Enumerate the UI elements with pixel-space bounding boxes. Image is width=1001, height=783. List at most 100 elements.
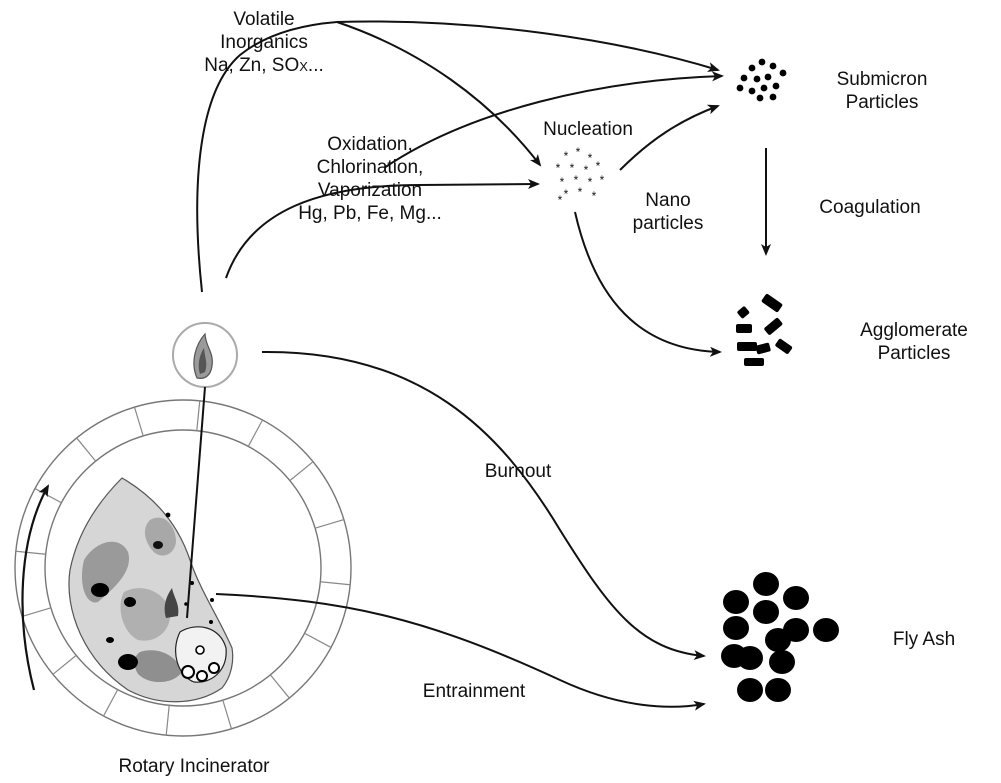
label-submicron-particles-line: Particles	[845, 92, 919, 113]
arrow-nucleation-to-agglomerate	[574, 211, 722, 357]
fly-ash-particle	[723, 616, 749, 640]
agglomerate-block	[764, 317, 783, 335]
pathway-arrows	[196, 20, 771, 711]
submicron-dot	[758, 58, 766, 66]
kiln-brick-joint	[15, 550, 46, 555]
label-volatile-inorganics: Volatile Inorganics Na, Zn, SOX...	[196, 8, 332, 78]
fly-ash-particle	[737, 678, 763, 702]
agglomerate-block	[737, 342, 757, 351]
arrow-volatile-up	[196, 21, 338, 293]
label-volatile-line2: Inorganics	[220, 32, 308, 53]
label-oxidation-group: Oxidation, Chlorination, Vaporization Hg…	[272, 133, 468, 225]
label-nano: Nano	[645, 190, 691, 211]
kiln-brick-joint	[304, 632, 332, 648]
fly-ash-particle	[737, 646, 763, 670]
arrow-entrainment	[215, 593, 706, 711]
label-rotary-incinerator: Rotary Incinerator	[118, 756, 270, 777]
kiln-brick-joint	[320, 581, 351, 586]
submicron-dot	[736, 84, 744, 92]
rotation-arrow-icon	[21, 484, 49, 691]
label-agglomerate-particles: Agglomerate Particles	[848, 319, 980, 365]
flame-magnifier	[172, 322, 238, 388]
submicron-dot	[753, 75, 761, 83]
waste-lump	[118, 654, 138, 670]
freeboard-particle	[165, 512, 171, 518]
freeboard-particle	[184, 602, 188, 606]
nano-particle: *	[584, 163, 589, 177]
submicron-dot	[779, 69, 787, 77]
nano-particle: *	[570, 161, 575, 175]
nano-particle: *	[596, 159, 601, 173]
submicron-dot	[740, 74, 748, 82]
submicron-dot	[764, 73, 772, 81]
kiln-outer-ring	[14, 399, 352, 737]
agglomerate-block	[744, 358, 764, 366]
volatile-elements-suffix: ...	[307, 55, 324, 76]
fly-ash-particles	[721, 572, 839, 702]
arrow-oxidation-to-submicron	[383, 71, 724, 169]
magnifier-connector	[186, 386, 206, 619]
label-entrainment: Entrainment	[422, 681, 526, 702]
small-flame	[164, 588, 179, 618]
rotary-incinerator	[14, 399, 352, 737]
coal-particle	[195, 645, 205, 655]
nano-particle: *	[578, 185, 583, 199]
nano-particle: *	[564, 187, 569, 201]
fly-ash-particle	[753, 600, 779, 624]
arrow-nucleation-to-submicron	[619, 104, 720, 171]
label-submicron: Submicron	[836, 69, 928, 90]
agglomerate-block	[755, 342, 771, 355]
flame-icon-core	[198, 348, 207, 374]
submicron-dot	[760, 84, 768, 92]
agglomerate-block	[775, 338, 793, 354]
arrow-volatile-to-nucleation	[336, 21, 542, 167]
submicron-dot	[748, 64, 756, 72]
nano-particle: *	[556, 161, 561, 175]
arrow-oxidation-up	[225, 184, 421, 279]
label-agglomerate: Agglomerate	[860, 320, 968, 341]
submicron-dot	[748, 87, 756, 95]
waste-lump	[106, 637, 114, 643]
label-fly-ash: Fly Ash	[892, 629, 956, 650]
fly-ash-particle	[769, 650, 795, 674]
waste-lump	[124, 597, 136, 607]
fly-ash-particle	[753, 572, 779, 596]
kiln-brick-joint	[103, 689, 119, 717]
fly-ash-particle	[783, 586, 809, 610]
kiln-brick-joint	[222, 699, 233, 730]
kiln-brick-joint	[269, 674, 290, 699]
fly-ash-particle	[765, 628, 791, 652]
fly-ash-particle	[813, 618, 839, 642]
kiln-brick-joint	[52, 654, 77, 675]
label-submicron-particles: Submicron Particles	[822, 68, 942, 114]
volatile-elements-prefix: Na, Zn, SO	[204, 55, 300, 76]
kiln-brick-joint	[247, 419, 263, 447]
agglomerate-particles	[736, 293, 793, 366]
volatile-elements-subscript: X	[299, 59, 308, 74]
kiln-brick-joint	[34, 488, 62, 504]
nano-particle: *	[592, 189, 597, 203]
submicron-dot	[772, 82, 780, 90]
label-volatile-elements: Na, Zn, SOX...	[196, 54, 332, 78]
submicron-dot	[756, 94, 764, 102]
waste-lump	[91, 583, 109, 597]
label-nucleation: Nucleation	[543, 119, 633, 140]
nano-particle: *	[588, 175, 593, 189]
agglomerate-block	[737, 306, 750, 319]
coal-particle	[208, 662, 220, 674]
kiln-brick-joint	[76, 437, 97, 462]
waste-lump	[153, 541, 163, 549]
kiln-brick-joint	[314, 518, 345, 529]
freeboard-particle	[190, 581, 194, 585]
label-particles: particles	[632, 213, 704, 234]
kiln-brick-joint	[196, 400, 201, 431]
ash-patch	[144, 517, 176, 556]
kiln-brick-joint	[21, 607, 52, 618]
freeboard-particle	[210, 598, 214, 602]
fly-ash-particle	[765, 678, 791, 702]
nano-particle: *	[564, 149, 569, 163]
label-agglomerate-particles-line: Particles	[877, 343, 951, 364]
submicron-dot	[769, 62, 777, 70]
nano-particle: *	[600, 173, 605, 187]
